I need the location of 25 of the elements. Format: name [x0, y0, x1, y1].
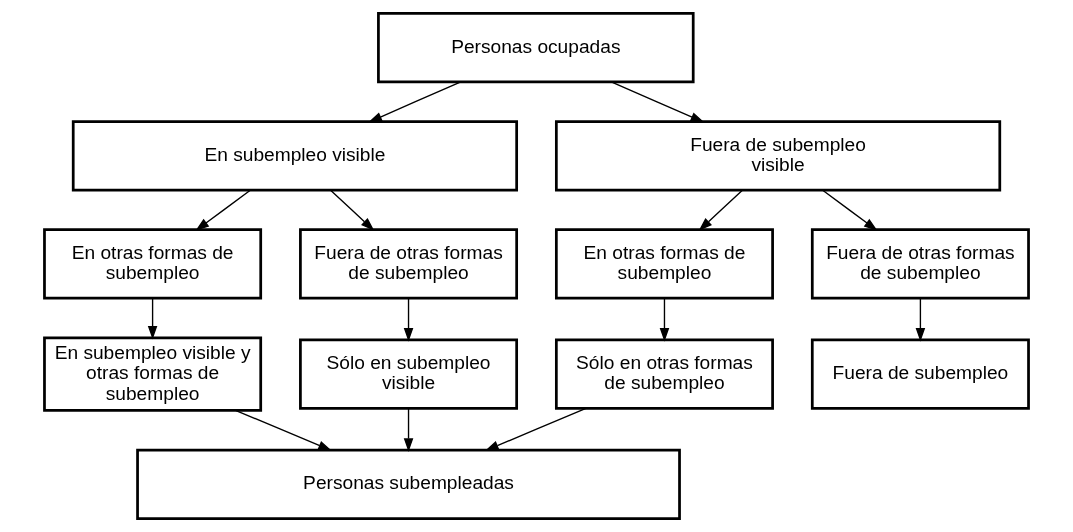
arrow	[403, 298, 414, 342]
arrow	[195, 189, 251, 231]
node-box: Sólo en otras formas de subempleo	[555, 338, 774, 410]
arrow	[915, 298, 926, 342]
node-box: En otras formas de subempleo	[555, 228, 774, 300]
node-box: En subempleo visible	[71, 120, 518, 192]
node-box: Fuera de subempleo visible	[555, 120, 1002, 192]
node-box: En subempleo visible y otras formas de subempleo	[43, 336, 263, 412]
arrow	[659, 298, 670, 342]
node-box: Fuera de subempleo	[810, 338, 1030, 410]
arrow	[147, 298, 158, 340]
node-box: Personas ocupadas	[377, 12, 695, 84]
node-box: Fuera de otras formas de subempleo	[299, 228, 518, 300]
node-box: Sólo en subempleo visible	[299, 338, 518, 410]
arrow	[485, 407, 587, 451]
arrow	[235, 409, 332, 451]
arrow	[822, 189, 878, 231]
node-box: Fuera de otras formas de subempleo	[810, 228, 1030, 300]
node-box: En otras formas de subempleo	[43, 228, 263, 300]
arrow	[368, 81, 461, 123]
arrow	[611, 81, 705, 123]
node-box: Personas subempleadas	[136, 448, 681, 520]
arrow	[698, 189, 743, 231]
arrow	[403, 408, 414, 452]
arrow	[330, 189, 375, 231]
